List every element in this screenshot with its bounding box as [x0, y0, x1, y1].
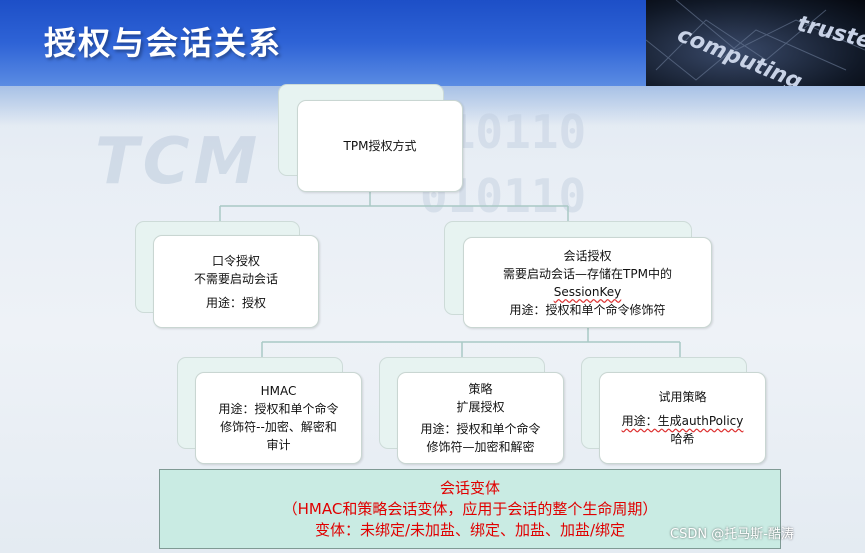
password-auth-usage: 用途：授权: [205, 295, 266, 310]
policy-title: 策略: [468, 382, 493, 396]
policy-usage-2: 修饰符—加密和解密: [426, 440, 535, 454]
policy-usage-1: 用途：授权和单个命令: [420, 422, 541, 436]
trial-policy-node: 试用策略 用途：生成authPolicy 哈希: [599, 372, 766, 464]
policy-node: 策略 扩展授权 用途：授权和单个命令 修饰符—加密和解密: [397, 372, 564, 464]
session-auth-usage: 用途：授权和单个命令修饰符: [509, 302, 666, 317]
variant-desc: （HMAC和策略会话变体，应用于会话的整个生命周期）: [282, 499, 658, 518]
policy-subtitle: 扩展授权: [456, 400, 505, 414]
hmac-usage-3: 审计: [266, 438, 291, 452]
background-tcm-logo: TCM: [95, 125, 262, 199]
trial-policy-usage-1: 用途：生成authPolicy: [621, 414, 744, 428]
session-auth-desc: 需要启动会话—存储在TPM中的: [503, 266, 672, 281]
root-node: TPM授权方式: [297, 100, 463, 192]
csdn-watermark: CSDN @托马斯-酷涛: [670, 527, 794, 542]
page-title: 授权与会话关系: [44, 24, 283, 62]
session-auth-node: 会话授权 需要启动会话—存储在TPM中的 SessionKey 用途：授权和单个…: [463, 237, 712, 328]
password-auth-node: 口令授权 不需要启动会话 用途：授权: [153, 235, 319, 328]
hmac-usage-1: 用途：授权和单个命令: [218, 402, 339, 416]
session-auth-key: SessionKey: [553, 284, 622, 299]
trial-policy-title: 试用策略: [658, 390, 707, 404]
root-node-label: TPM授权方式: [343, 139, 417, 153]
variant-title: 会话变体: [439, 478, 500, 497]
password-auth-title: 口令授权: [211, 253, 260, 268]
variant-list: 变体：未绑定/未加盐、绑定、加盐、加盐/绑定: [314, 520, 626, 539]
hmac-usage-2: 修饰符--加密、解密和: [220, 420, 337, 434]
session-variant-box: 会话变体 （HMAC和策略会话变体，应用于会话的整个生命周期） 变体：未绑定/未…: [159, 469, 781, 549]
hmac-title: HMAC: [260, 384, 297, 398]
session-auth-title: 会话授权: [563, 248, 612, 263]
trusted-computing-logo: trusted computing: [646, 0, 865, 86]
trial-policy-usage-2: 哈希: [670, 432, 695, 446]
password-auth-desc: 不需要启动会话: [193, 271, 278, 286]
hmac-node: HMAC 用途：授权和单个命令 修饰符--加密、解密和 审计: [195, 372, 362, 464]
